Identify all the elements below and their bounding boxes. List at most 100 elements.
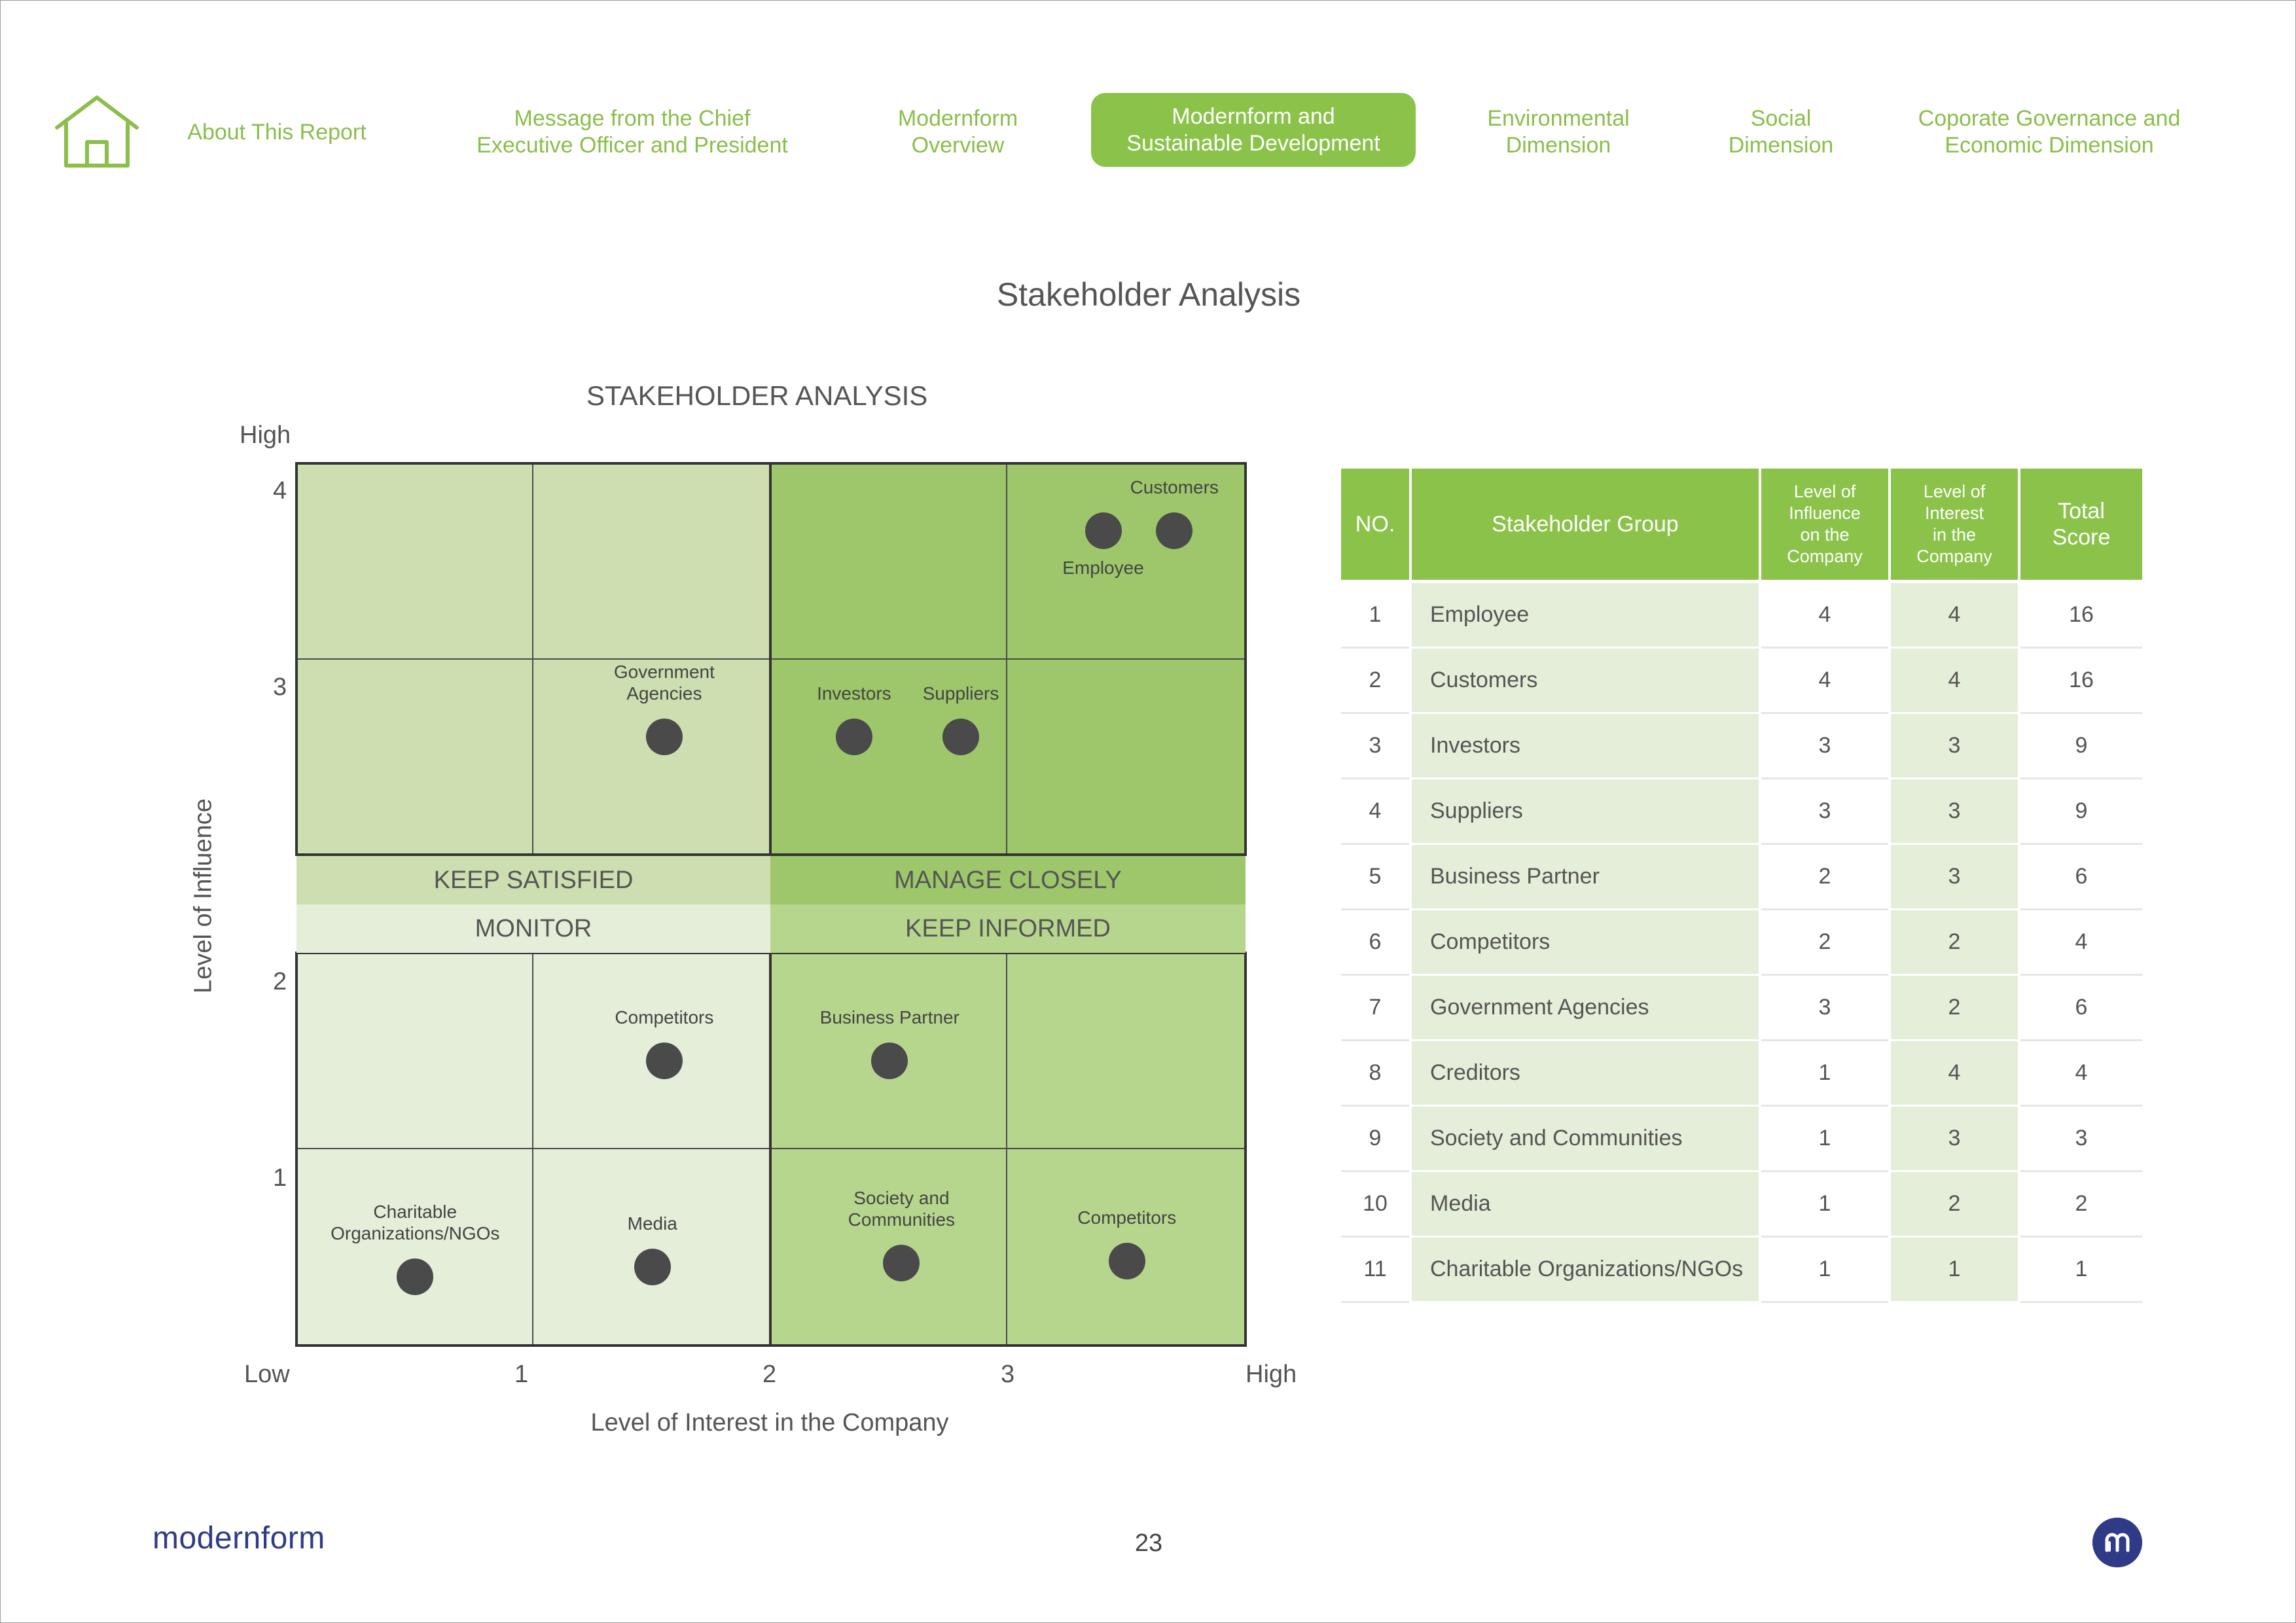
chart-title: STAKEHOLDER ANALYSIS [586, 380, 928, 411]
table-cell: 2 [1761, 910, 1888, 976]
table-cell: 9 [2020, 779, 2142, 845]
y-tick-3: 3 [273, 673, 287, 701]
x-tick-2: 2 [762, 1361, 777, 1388]
table-cell: 3 [1891, 845, 2018, 910]
y-tick-1: 1 [273, 1164, 287, 1192]
matrix-cell [533, 660, 770, 855]
table-cell: 1 [1891, 1238, 2018, 1303]
table-cell: 3 [1761, 976, 1888, 1041]
table-cell: 8 [1341, 1041, 1409, 1107]
table-header-cell: Stakeholder Group [1412, 469, 1759, 580]
table-cell: 2 [1761, 845, 1888, 910]
stakeholder-point [397, 1258, 434, 1295]
stakeholder-point-label: Competitors [1077, 1207, 1177, 1228]
table-cell: 3 [2020, 1107, 2142, 1172]
page-title: Stakeholder Analysis [996, 276, 1301, 313]
x-tick-high: High [1246, 1361, 1297, 1388]
table-cell: 2 [1891, 910, 2018, 976]
stakeholder-point-label: Employee [1062, 558, 1144, 578]
stakeholder-point-label: Government Agencies [613, 662, 715, 704]
stakeholder-point [942, 719, 979, 755]
matrix-cell [533, 953, 770, 1149]
page-number: 23 [1134, 1529, 1163, 1557]
nav-modernform-overview[interactable]: Modernform Overview [897, 106, 1018, 158]
stakeholder-point [835, 719, 872, 755]
stakeholder-point [1085, 512, 1122, 549]
matrix-cell [296, 463, 533, 660]
table-cell: 1 [1761, 1172, 1888, 1238]
table-cell: 6 [2020, 845, 2142, 910]
x-axis-title: Level of Interest in the Company [590, 1409, 949, 1436]
table-cell: 3 [1891, 779, 2018, 845]
matrix-cell [296, 660, 533, 855]
matrix-cell [1007, 463, 1246, 660]
table-cell: 6 [1341, 910, 1409, 976]
table-cell: 3 [1761, 714, 1888, 779]
table-cell: Customers [1412, 649, 1759, 714]
matrix-cell [1007, 953, 1246, 1149]
table-cell: 1 [1341, 583, 1409, 649]
quadrant-label-keep-informed: KEEP INFORMED [770, 904, 1246, 953]
stakeholder-point [1108, 1243, 1145, 1279]
table-cell: 4 [1891, 1041, 2018, 1107]
table-cell: Suppliers [1412, 779, 1759, 845]
y-tick-2: 2 [273, 968, 287, 995]
table-cell: 4 [2020, 910, 2142, 976]
table-cell: Competitors [1412, 910, 1759, 976]
stakeholder-point-label: Customers [1130, 477, 1219, 497]
table-cell: Business Partner [1412, 845, 1759, 910]
stakeholder-point-label: Society and Communities [848, 1188, 956, 1230]
quadrant-label-keep-satisfied: KEEP SATISFIED [296, 856, 770, 904]
table-cell: 16 [2020, 649, 2142, 714]
table-cell: Investors [1412, 714, 1759, 779]
table-cell: Creditors [1412, 1041, 1759, 1107]
table-cell: 4 [1761, 649, 1888, 714]
matrix-cell [296, 1149, 533, 1346]
nav-environmental-dimension[interactable]: Environmental Dimension [1487, 106, 1630, 158]
table-cell: 7 [1341, 976, 1409, 1041]
table-cell: 2 [2020, 1172, 2142, 1238]
table-cell: 1 [1761, 1107, 1888, 1172]
table-cell: 2 [1341, 649, 1409, 714]
table-cell: 6 [2020, 976, 2142, 1041]
nav-ceo-message[interactable]: Message from the Chief Executive Officer… [476, 106, 788, 158]
stakeholder-point-label: Competitors [615, 1007, 714, 1027]
stakeholder-point [883, 1245, 920, 1281]
table-cell: 3 [1761, 779, 1888, 845]
x-tick-1: 1 [514, 1361, 529, 1388]
home-icon[interactable] [54, 95, 139, 168]
stakeholder-point [634, 1249, 671, 1285]
table-cell: 3 [1891, 1107, 2018, 1172]
table-cell: 1 [2020, 1238, 2142, 1303]
stakeholder-point-label: Charitable Organizations/NGOs [331, 1202, 500, 1243]
table-cell: 3 [1341, 714, 1409, 779]
nav-social-dimension[interactable]: Social Dimension [1728, 106, 1834, 158]
stakeholder-point-label: Investors [817, 683, 891, 704]
stakeholder-point-label: Suppliers [922, 683, 999, 704]
matrix-cell [770, 463, 1007, 660]
nav-governance-economic[interactable]: Coporate Governance and Economic Dimensi… [1918, 106, 2181, 158]
table-cell: 2 [1891, 1172, 2018, 1238]
stakeholder-point [1156, 512, 1193, 549]
matrix-cell [770, 660, 1007, 855]
table-cell: Society and Communities [1412, 1107, 1759, 1172]
table-cell: 3 [1891, 714, 2018, 779]
table-cell: Media [1412, 1172, 1759, 1238]
matrix-cell [1007, 660, 1246, 855]
modernform-m-logo-icon [2092, 1518, 2142, 1567]
table-cell: 11 [1341, 1238, 1409, 1303]
nav-about-this-report[interactable]: About This Report [187, 119, 367, 145]
nav-sustainable-development[interactable]: Modernform and Sustainable Development [1091, 93, 1416, 167]
x-tick-3: 3 [1001, 1361, 1015, 1388]
table-header-cell: Total Score [2020, 469, 2142, 580]
table-cell: 4 [1891, 583, 2018, 649]
table-header-cell: NO. [1341, 469, 1409, 580]
matrix-cell [770, 1149, 1007, 1346]
table-cell: Government Agencies [1412, 976, 1759, 1041]
table-cell: 4 [2020, 1041, 2142, 1107]
table-header-cell: Level of Interest in the Company [1891, 469, 2018, 580]
y-tick-4: 4 [273, 477, 287, 505]
quadrant-label-manage-closely: MANAGE CLOSELY [770, 856, 1246, 904]
stakeholder-point-label: Media [627, 1213, 677, 1234]
